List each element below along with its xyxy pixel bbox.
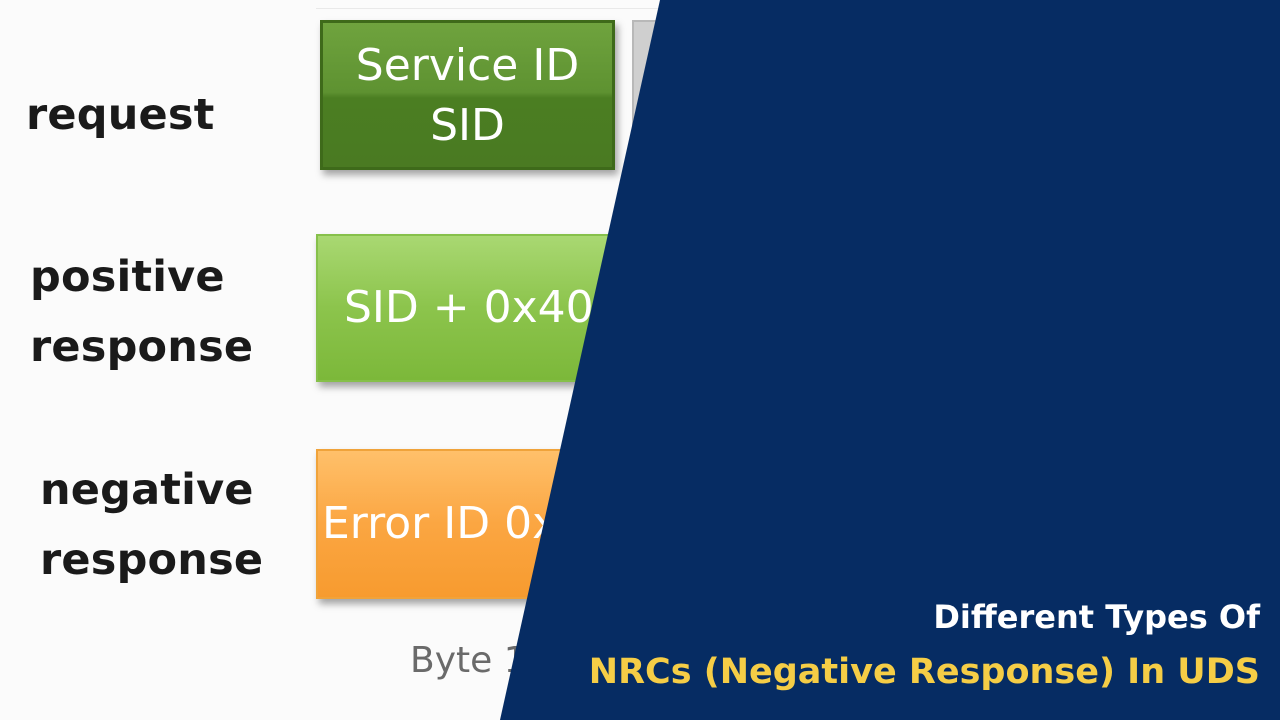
title-line-2: NRCs (Negative Response) In UDS [588,652,1260,692]
title-line-1: Different Types Of [933,598,1260,636]
label-positive-response: positive response [30,242,253,382]
service-id-line2: SID [430,100,505,151]
service-id-line1: Service ID [355,40,580,91]
label-negative-line2: response [40,535,264,585]
figure-edge-line [316,8,716,9]
service-id-box: Service ID SID [320,20,615,170]
label-positive-line2: response [30,322,254,372]
navy-diagonal-shape [500,0,1280,720]
label-negative-line1: negative [40,465,254,515]
label-request-line1: request [26,90,215,140]
label-negative-response: negative response [40,455,263,595]
byte-label: Byte 1 [410,640,527,681]
label-request: request [26,80,214,150]
label-positive-line1: positive [30,252,225,302]
